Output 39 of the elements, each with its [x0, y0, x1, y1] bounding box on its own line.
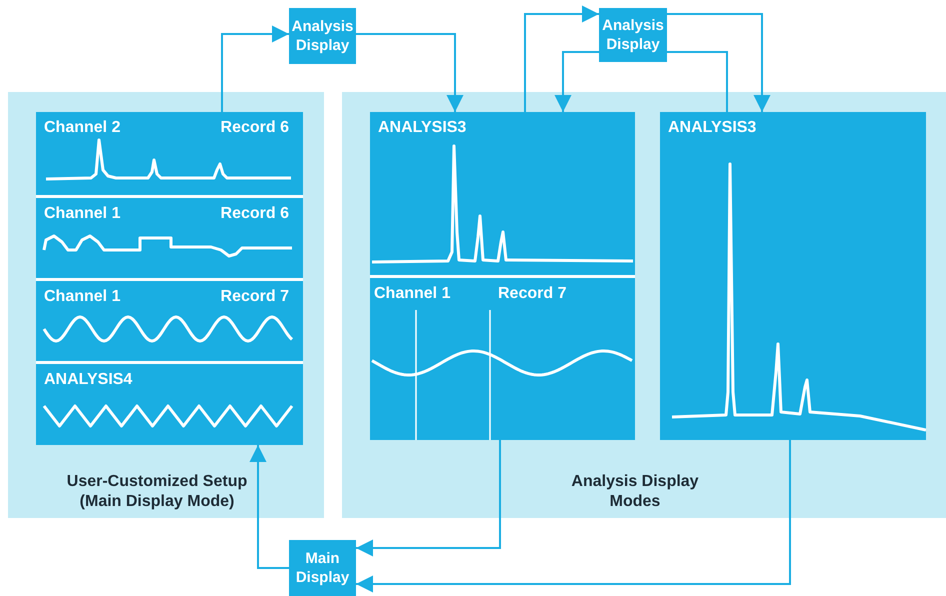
connector-arrow — [554, 51, 599, 112]
trace-heading: ANALYSIS4 — [44, 371, 132, 389]
trace-panel — [370, 278, 635, 440]
connector-arrow — [356, 33, 464, 112]
display-screen — [370, 112, 635, 440]
caption-text: User-Customized Setup (Main Display Mode) — [66, 472, 248, 512]
display-screen — [36, 112, 303, 445]
record-label: Record 6 — [220, 205, 289, 223]
box-label: Analysis Display — [290, 17, 354, 55]
connector-line — [667, 51, 728, 112]
box-label: Main Display — [294, 549, 350, 587]
mode-box — [289, 540, 356, 596]
mode-box — [599, 8, 667, 62]
caption-text: Analysis Display Modes — [570, 472, 700, 512]
trace-heading: Channel 2 — [44, 119, 120, 137]
mode-box — [289, 8, 356, 64]
connector-arrow — [356, 440, 791, 592]
record-label: Record 7 — [498, 285, 566, 303]
trace-heading: ANALYSIS3 — [668, 119, 756, 137]
trace-heading: Channel 1 — [44, 288, 120, 306]
group-panel — [342, 92, 946, 518]
record-label: Record 6 — [220, 119, 289, 137]
trace-panel — [36, 112, 303, 195]
record-label: Record 7 — [220, 288, 289, 306]
trace-panel — [36, 281, 303, 361]
trace-heading: Channel 1 — [374, 285, 450, 303]
connector-arrow — [356, 440, 501, 556]
trace-heading: ANALYSIS3 — [378, 119, 466, 137]
trace-panel — [660, 112, 926, 440]
connector-arrow — [221, 26, 289, 112]
trace-panel — [36, 364, 303, 445]
group-panel — [8, 92, 324, 518]
box-label: Analysis Display — [601, 16, 665, 54]
trace-panel — [36, 198, 303, 278]
connector-arrow — [250, 445, 289, 569]
trace-panel — [370, 112, 635, 275]
connector-arrow — [667, 13, 770, 112]
trace-heading: Channel 1 — [44, 205, 120, 223]
connector-arrow — [524, 6, 599, 112]
